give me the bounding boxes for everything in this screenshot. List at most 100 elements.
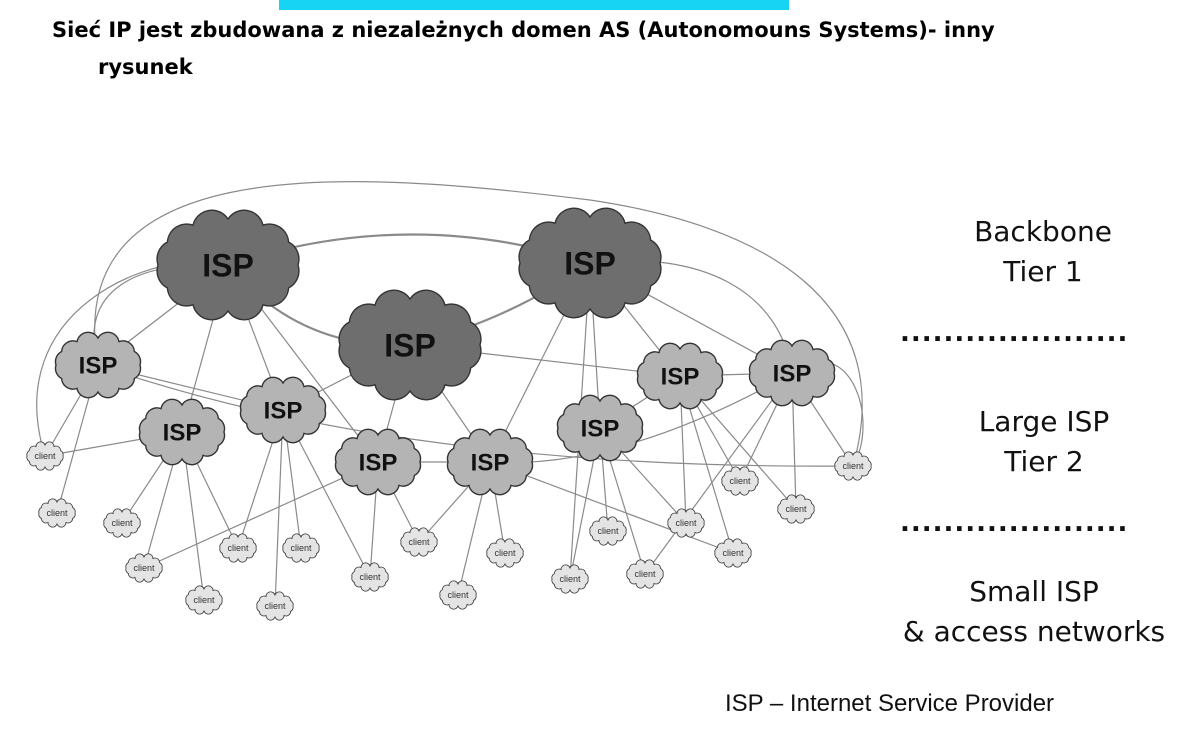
tier2-isp-cloud: ISP — [334, 428, 422, 496]
client-label: client — [722, 548, 744, 558]
client-cloud: client — [777, 494, 815, 524]
cloud-shape — [721, 466, 759, 496]
client-label: client — [408, 537, 430, 547]
tier-label-large: Large ISP Tier 2 — [964, 402, 1124, 482]
client-cloud: client — [551, 564, 589, 594]
cloud-shape — [636, 342, 724, 410]
client-label: client — [675, 518, 697, 528]
isp-label: ISP — [163, 420, 202, 447]
client-cloud: client — [667, 508, 705, 538]
cloud-shape — [486, 538, 524, 568]
tier-large-line2: Tier 2 — [1004, 445, 1084, 478]
client-label: client — [494, 548, 516, 558]
cloud-shape — [626, 559, 664, 589]
tier-separator-2: ..................... — [900, 508, 1129, 538]
cloud-shape — [748, 339, 836, 407]
tier-backbone-line1: Backbone — [974, 215, 1112, 248]
cloud-shape — [239, 376, 327, 444]
diagram-nodes: ISP ISP ISP ISP ISP ISP ISP ISP ISP ISP ISP client c… — [26, 207, 872, 621]
cloud-shape — [439, 580, 477, 610]
cloud-shape — [556, 394, 644, 462]
client-cloud: client — [38, 498, 76, 528]
client-cloud: client — [439, 580, 477, 610]
link-line — [644, 372, 793, 575]
cloud-shape — [351, 562, 389, 592]
cloud-shape — [185, 585, 223, 615]
client-cloud: client — [589, 516, 627, 546]
cloud-shape — [834, 451, 872, 481]
cloud-shape — [256, 591, 294, 621]
cloud-shape — [518, 207, 662, 319]
isp-label: ISP — [384, 328, 436, 364]
cloud-shape — [138, 398, 226, 466]
cloud-shape — [714, 538, 752, 568]
client-cloud: client — [103, 508, 141, 538]
tier-small-line2: & access networks — [902, 615, 1166, 648]
isp-label: ISP — [264, 398, 303, 425]
cloud-shape — [219, 533, 257, 563]
client-label: client — [193, 595, 215, 605]
client-label: client — [785, 504, 807, 514]
page-title: Sieć IP jest zbudowana z niezależnych do… — [52, 12, 1052, 86]
tier2-isp-cloud: ISP — [54, 331, 142, 399]
tier1-isp-cloud: ISP — [518, 207, 662, 319]
tier2-isp-cloud: ISP — [446, 428, 534, 496]
tier-small-line1: Small ISP — [969, 575, 1099, 608]
footnote: ISP – Internet Service Provider — [725, 690, 1055, 717]
isp-label: ISP — [471, 450, 510, 477]
client-cloud: client — [125, 553, 163, 583]
tier1-isp-cloud: ISP — [338, 289, 482, 401]
client-label: client — [290, 543, 312, 553]
link-line — [489, 461, 734, 554]
tier-separator-1: ..................... — [900, 318, 1129, 348]
cloud-shape — [26, 441, 64, 471]
client-cloud: client — [256, 591, 294, 621]
cloud-shape — [334, 428, 422, 496]
cloud-shape — [667, 508, 705, 538]
tier2-isp-cloud: ISP — [748, 339, 836, 407]
client-cloud: client — [834, 451, 872, 481]
client-cloud: client — [26, 441, 64, 471]
client-cloud: client — [185, 585, 223, 615]
cloud-shape — [156, 209, 300, 321]
isp-label: ISP — [581, 416, 620, 443]
link-curve — [97, 364, 854, 467]
client-label: client — [34, 451, 56, 461]
link-line — [143, 461, 379, 569]
isp-label: ISP — [202, 248, 254, 284]
outer-arc — [94, 181, 863, 467]
client-label: client — [359, 572, 381, 582]
tier2-isp-cloud: ISP — [138, 398, 226, 466]
cloud-shape — [38, 498, 76, 528]
tier-label-small: Small ISP & access networks — [896, 572, 1172, 652]
accent-bar — [279, 0, 789, 10]
client-cloud: client — [400, 527, 438, 557]
cloud-shape — [777, 494, 815, 524]
client-cloud: client — [486, 538, 524, 568]
cloud-shape — [400, 527, 438, 557]
tier1-isp-cloud: ISP — [156, 209, 300, 321]
client-cloud: client — [714, 538, 752, 568]
isp-label: ISP — [661, 364, 700, 391]
client-cloud: client — [351, 562, 389, 592]
client-label: client — [111, 518, 133, 528]
isp-label: ISP — [359, 450, 398, 477]
tier2-isp-cloud: ISP — [239, 376, 327, 444]
client-label: client — [46, 508, 68, 518]
title-line-2: rysunek — [98, 55, 193, 79]
client-cloud: client — [219, 533, 257, 563]
client-label: client — [842, 461, 864, 471]
isp-label: ISP — [773, 361, 812, 388]
client-label: client — [559, 574, 581, 584]
isp-label: ISP — [79, 353, 118, 380]
cloud-shape — [551, 564, 589, 594]
cloud-shape — [589, 516, 627, 546]
cloud-shape — [103, 508, 141, 538]
client-label: client — [729, 476, 751, 486]
tier-backbone-line2: Tier 1 — [1003, 255, 1083, 288]
tier2-isp-cloud: ISP — [636, 342, 724, 410]
client-cloud: client — [721, 466, 759, 496]
client-label: client — [597, 526, 619, 536]
client-cloud: client — [282, 533, 320, 563]
